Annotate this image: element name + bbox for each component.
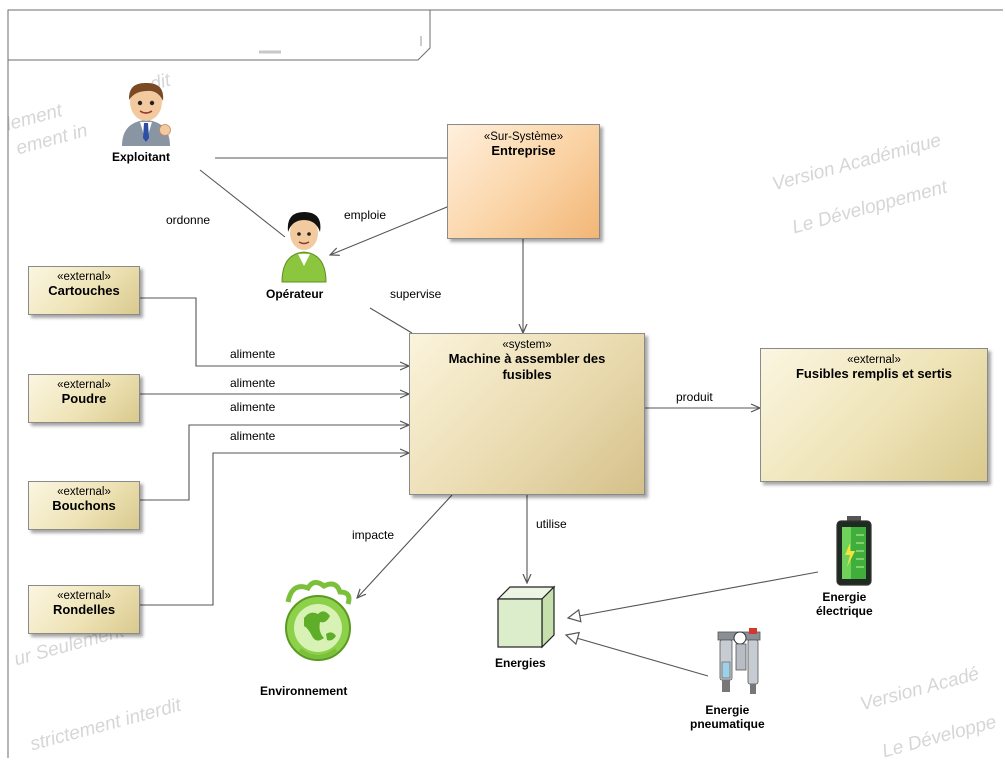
block-stereotype: «external» xyxy=(57,486,111,498)
block-stereotype: «external» xyxy=(57,379,111,391)
block-name: Cartouches xyxy=(48,283,120,298)
relation-label-ordonne: ordonne xyxy=(166,213,211,227)
block-stereotype: «external» xyxy=(847,354,901,366)
relation-label-alimente: alimente xyxy=(230,347,276,361)
actor-name-operateur: Opérateur xyxy=(266,287,324,301)
block-stereotype: «external» xyxy=(57,590,111,602)
connector-emploie xyxy=(330,207,447,255)
battery-icon[interactable] xyxy=(834,515,874,587)
energie-pneumatique-line-1: Energie xyxy=(705,703,750,717)
block-entreprise[interactable]: «Sur-Système» Entreprise xyxy=(447,124,600,239)
actor-name-exploitant: Exploitant xyxy=(112,150,171,164)
diagram-frame xyxy=(7,9,1003,758)
energie-pneumatique-label: Energie pneumatique xyxy=(690,703,765,731)
block-rondelles[interactable]: «external» Rondelles xyxy=(28,585,140,634)
connector-generalization-electrique xyxy=(568,571,819,618)
block-stereotype: «Sur-Système» xyxy=(483,131,564,143)
relation-label-alimente: alimente xyxy=(230,400,276,414)
environnement-label: Environnement xyxy=(260,684,348,698)
block-name: Machine à assembler des fusibles xyxy=(448,351,606,382)
block-bouchons[interactable]: «external» Bouchons xyxy=(28,481,140,530)
pneumatic-regulator-icon[interactable] xyxy=(716,626,762,696)
connector-bouchons xyxy=(140,425,409,501)
relation-label-impacte: impacte xyxy=(352,528,395,542)
block-stereotype: «system» xyxy=(502,339,552,351)
cube-icon[interactable] xyxy=(494,583,558,649)
connector-ordonne xyxy=(199,169,286,238)
block-fusibles[interactable]: «external» Fusibles remplis et sertis xyxy=(760,348,988,482)
block-name: Rondelles xyxy=(52,602,116,617)
block-name: Bouchons xyxy=(52,498,116,513)
relation-label-alimente: alimente xyxy=(230,376,276,390)
block-name: Poudre xyxy=(61,391,107,406)
connector-supervise xyxy=(369,307,413,334)
block-cartouches[interactable]: «external» Cartouches xyxy=(28,266,140,315)
connector-rondelles xyxy=(140,453,409,606)
block-poudre[interactable]: «external» Poudre xyxy=(28,374,140,423)
globe-icon[interactable] xyxy=(278,578,358,664)
energie-electrique-label: Energie électrique xyxy=(816,590,873,618)
relation-label-produit: produit xyxy=(676,390,713,404)
connector-impacte xyxy=(357,494,453,598)
block-stereotype: «external» xyxy=(57,271,111,283)
relation-label-emploie: emploie xyxy=(344,208,387,222)
energie-electrique-line-1: Energie xyxy=(822,590,867,604)
frame-header xyxy=(8,10,431,61)
relation-label-alimente: alimente xyxy=(230,429,276,443)
block-machine[interactable]: «system» Machine à assembler des fusible… xyxy=(409,333,645,495)
block-name: Entreprise xyxy=(491,143,556,158)
energies-label: Energies xyxy=(495,656,546,670)
block-name: Fusibles remplis et sertis xyxy=(795,366,953,381)
relation-label-supervise: supervise xyxy=(390,287,442,301)
exploitant-person-icon[interactable] xyxy=(114,80,178,148)
operateur-person-icon[interactable] xyxy=(276,208,332,284)
connector-generalization-pneumatique xyxy=(566,635,709,677)
energie-electrique-line-2: électrique xyxy=(816,604,873,618)
energie-pneumatique-line-2: pneumatique xyxy=(690,717,765,731)
connector-cartouches xyxy=(140,297,409,366)
relation-label-utilise: utilise xyxy=(536,517,567,531)
